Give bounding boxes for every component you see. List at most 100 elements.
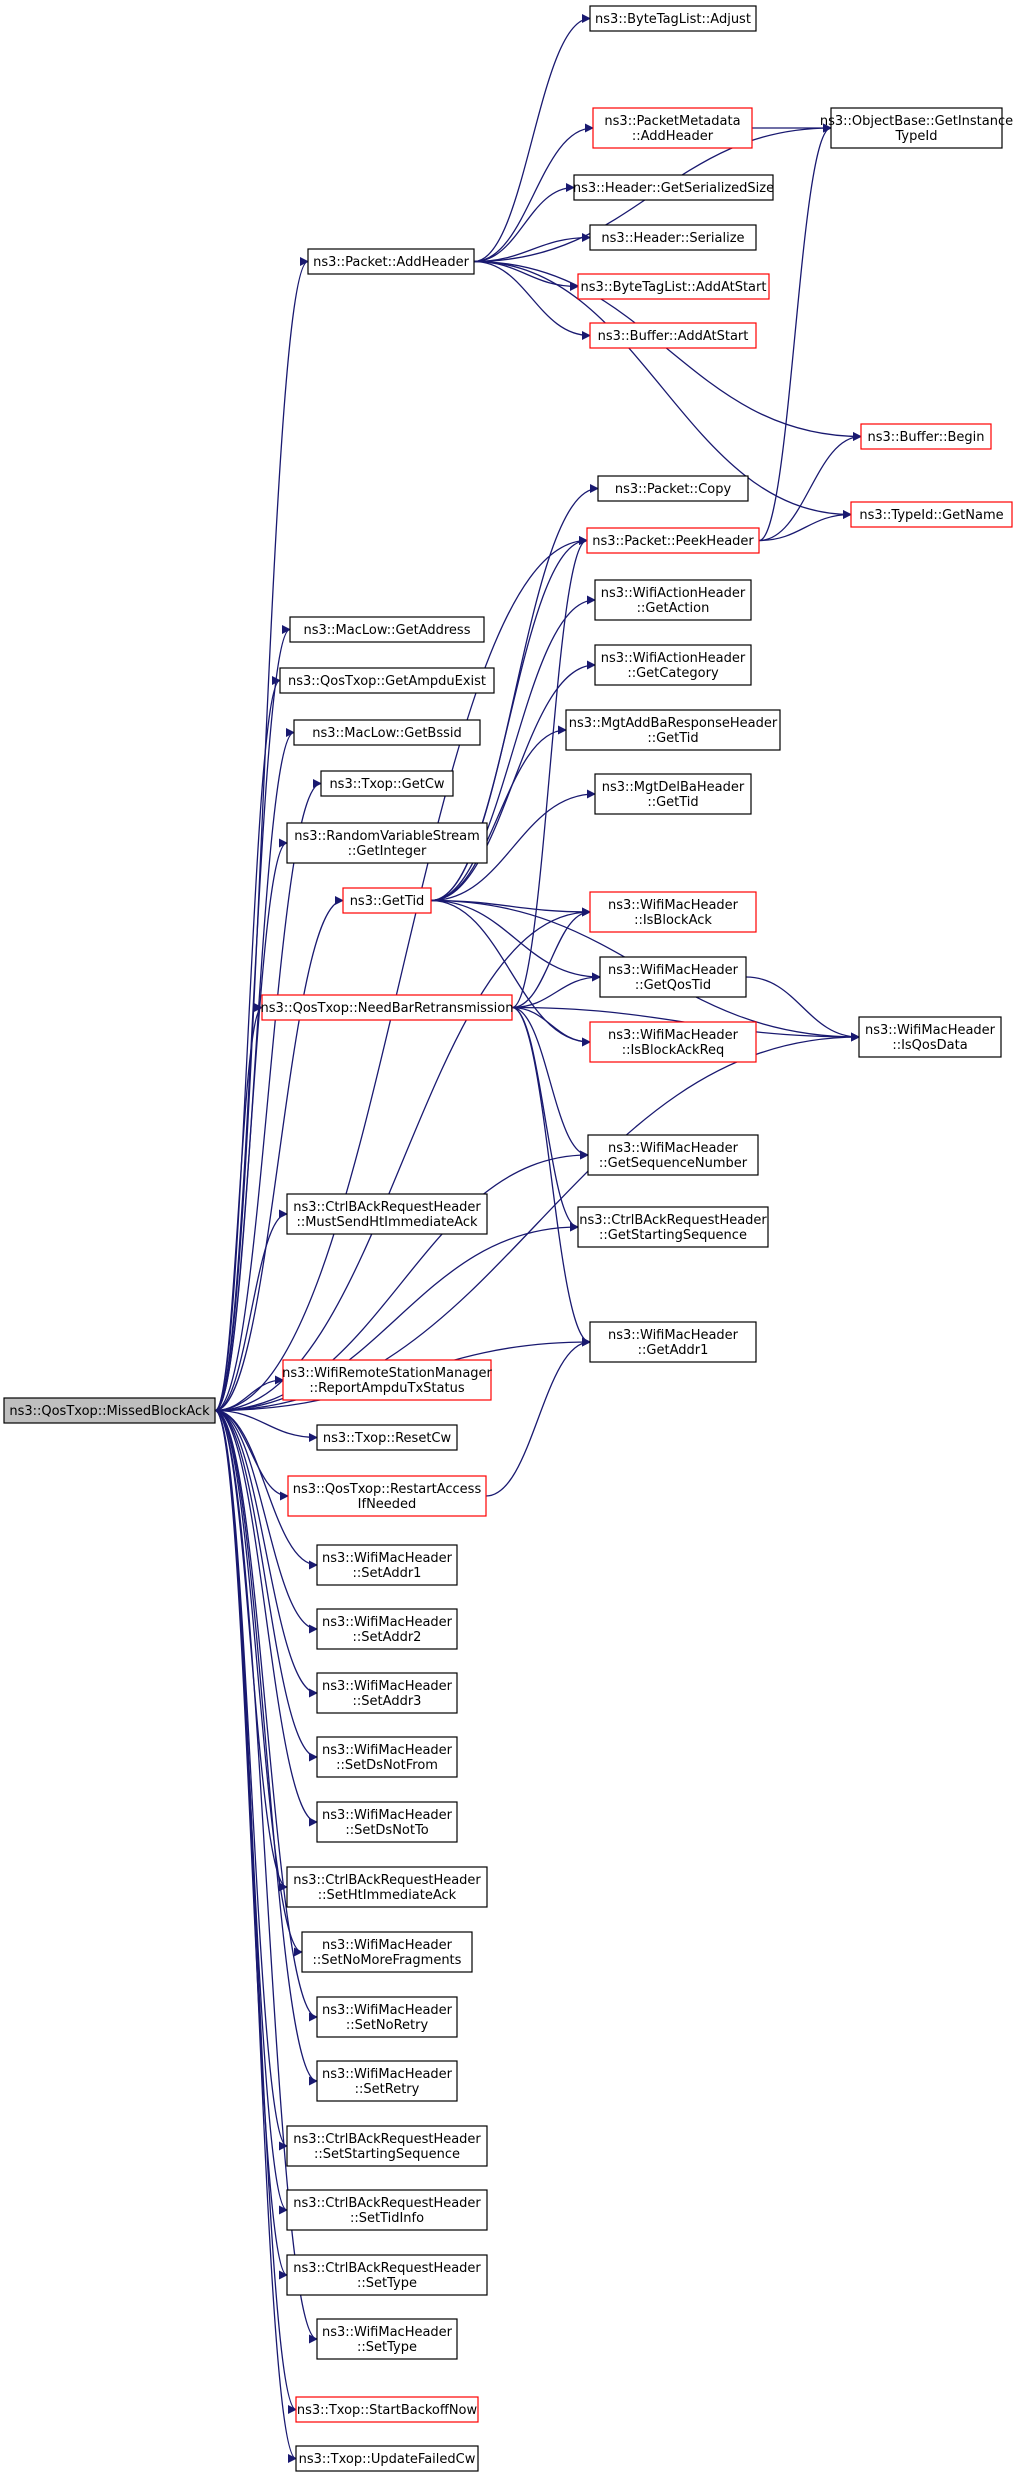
node-box (3, 1397, 216, 1424)
node-label: ns3::CtrlBAckRequestHeader (293, 1873, 481, 1888)
function-node[interactable]: ns3::GetTid (342, 887, 432, 914)
function-node[interactable]: ns3::MgtDelBaHeader::GetTid (594, 773, 752, 815)
function-node[interactable]: ns3::ByteTagList::Adjust (589, 5, 757, 32)
function-node[interactable]: ns3::MacLow::GetBssid (293, 719, 481, 746)
function-node[interactable]: ns3::PacketMetadata::AddHeader (592, 107, 753, 149)
function-node[interactable]: ns3::Buffer::Begin (860, 423, 992, 450)
function-node[interactable]: ns3::CtrlBAckRequestHeader::MustSendHtIm… (286, 1193, 488, 1235)
function-node[interactable]: ns3::Txop::ResetCw (316, 1424, 458, 1451)
function-node[interactable]: ns3::Txop::StartBackoffNow (295, 2396, 479, 2423)
function-node[interactable]: ns3::WifiMacHeader::GetSequenceNumber (587, 1134, 759, 1176)
function-node[interactable]: ns3::WifiMacHeader::IsBlockAck (589, 891, 757, 933)
function-node[interactable]: ns3::CtrlBAckRequestHeader::SetTidInfo (286, 2189, 488, 2231)
function-node[interactable]: ns3::WifiMacHeader::SetDsNotTo (316, 1801, 458, 1843)
call-edge-n26-n28 (511, 1006, 589, 1160)
function-node[interactable]: ns3::WifiMacHeader::SetAddr1 (316, 1544, 458, 1586)
node-label: ns3::WifiMacHeader (322, 1679, 453, 1694)
node-label: ::AddHeader (632, 129, 714, 144)
function-node[interactable]: ns3::Txop::GetCw (320, 770, 454, 797)
node-box (316, 1672, 458, 1714)
function-node[interactable]: ns3::WifiMacHeader::SetAddr2 (316, 1608, 458, 1650)
node-label: ns3::WifiMacHeader (322, 2003, 453, 2018)
function-node[interactable]: ns3::WifiMacHeader::SetNoMoreFragments (301, 1931, 473, 1973)
function-node[interactable]: ns3::CtrlBAckRequestHeader::SetStartingS… (286, 2125, 488, 2167)
function-node[interactable]: ns3::MgtAddBaResponseHeader::GetTid (565, 709, 781, 751)
node-label: ns3::ByteTagList::Adjust (595, 12, 751, 27)
node-label: ns3::WifiMacHeader (608, 1028, 739, 1043)
node-box (573, 174, 774, 201)
function-node[interactable]: ns3::Buffer::AddAtStart (589, 322, 757, 349)
function-node[interactable]: ns3::Header::Serialize (589, 224, 757, 251)
function-node[interactable]: ns3::ByteTagList::AddAtStart (577, 273, 770, 300)
call-edge-n0-n22 (214, 896, 344, 1412)
function-node[interactable]: ns3::Packet::PeekHeader (586, 527, 760, 554)
node-label: ns3::Txop::StartBackoffNow (297, 2403, 478, 2418)
node-box (587, 1134, 759, 1176)
function-nodes: ns3::QosTxop::MissedBlockAckns3::Packet:… (3, 5, 1013, 2472)
node-box (282, 1359, 492, 1401)
function-node[interactable]: ns3::Header::GetSerializedSize (573, 174, 774, 201)
node-label: ::ReportAmpduTxStatus (309, 1381, 464, 1396)
node-label: ns3::CtrlBAckRequestHeader (293, 2132, 481, 2147)
function-node[interactable]: ns3::Packet::Copy (597, 475, 749, 502)
call-edge-n0-n21 (214, 838, 288, 1412)
call-edge-n0-n42 (214, 1409, 318, 2022)
function-node[interactable]: ns3::TypeId::GetName (850, 501, 1013, 528)
node-label: ::SetNoMoreFragments (313, 1953, 462, 1968)
function-node[interactable]: ns3::QosTxop::NeedBarRetransmission (261, 994, 514, 1021)
function-node[interactable]: ns3::WifiMacHeader::SetType (316, 2318, 458, 2360)
node-label: ::MustSendHtImmediateAck (296, 1215, 478, 1230)
node-label: ns3::QosTxop::GetAmpduExist (288, 674, 486, 689)
function-node[interactable]: ns3::CtrlBAckRequestHeader::SetType (286, 2254, 488, 2296)
node-box (316, 1736, 458, 1778)
function-node[interactable]: ns3::WifiMacHeader::GetQosTid (599, 956, 747, 998)
node-box (342, 887, 432, 914)
call-edge-n0-n19 (214, 779, 322, 1412)
function-node[interactable]: ns3::QosTxop::GetAmpduExist (279, 667, 495, 694)
call-edge-n0-n33 (214, 1409, 318, 1443)
function-node[interactable]: ns3::Packet::AddHeader (307, 248, 475, 275)
function-node[interactable]: ns3::WifiMacHeader::SetRetry (316, 2060, 458, 2102)
function-node[interactable]: ns3::CtrlBAckRequestHeader::SetHtImmedia… (286, 1866, 488, 1908)
node-label: ns3::CtrlBAckRequestHeader (579, 1213, 767, 1228)
node-box (289, 616, 485, 643)
node-label: ns3::QosTxop::NeedBarRetransmission (261, 1001, 514, 1016)
function-node[interactable]: ns3::WifiRemoteStationManager::ReportAmp… (282, 1359, 493, 1401)
call-edge-n1-n6 (473, 232, 591, 263)
node-box (307, 248, 475, 275)
function-node[interactable]: ns3::MacLow::GetAddress (289, 616, 485, 643)
call-edge-n0-n38 (214, 1409, 318, 1762)
node-label: ns3::Header::Serialize (601, 231, 744, 246)
node-box (850, 501, 1013, 528)
node-label: ::SetTidInfo (350, 2211, 424, 2226)
node-box (295, 2396, 479, 2423)
node-box (295, 2445, 479, 2472)
function-node[interactable]: ns3::WifiMacHeader::SetAddr3 (316, 1672, 458, 1714)
node-label: ::SetRetry (355, 2082, 420, 2097)
node-label: ns3::WifiActionHeader (601, 651, 746, 666)
node-label: ::GetQosTid (635, 978, 711, 993)
call-edge-n26-n27 (511, 1006, 591, 1047)
function-node[interactable]: ns3::WifiMacHeader::GetAddr1 (589, 1321, 757, 1363)
node-label: ::IsQosData (892, 1038, 967, 1053)
function-node[interactable]: ns3::WifiActionHeader::GetCategory (594, 644, 752, 686)
call-edge-n12-n4 (758, 123, 832, 542)
function-node[interactable]: ns3::WifiMacHeader::IsQosData (858, 1016, 1002, 1058)
function-node[interactable]: ns3::WifiMacHeader::IsBlockAckReq (589, 1021, 757, 1063)
node-box (586, 527, 760, 554)
call-edge-n34-n31 (485, 1337, 591, 1497)
node-box (286, 2254, 488, 2296)
node-label: ns3::CtrlBAckRequestHeader (293, 1200, 481, 1215)
function-node[interactable]: ns3::WifiMacHeader::SetDsNotFrom (316, 1736, 458, 1778)
function-node[interactable]: ns3::WifiMacHeader::SetNoRetry (316, 1996, 458, 2038)
function-node[interactable]: ns3::WifiActionHeader::GetAction (594, 579, 752, 621)
function-node[interactable]: ns3::Txop::UpdateFailedCw (295, 2445, 479, 2472)
function-node[interactable]: ns3::CtrlBAckRequestHeader::GetStartingS… (577, 1206, 769, 1248)
node-label: ::GetAddr1 (638, 1343, 709, 1358)
function-node[interactable]: ns3::RandomVariableStream::GetInteger (286, 822, 488, 864)
node-label: ns3::MgtAddBaResponseHeader (569, 716, 778, 731)
node-label: ns3::Packet::PeekHeader (592, 534, 754, 549)
